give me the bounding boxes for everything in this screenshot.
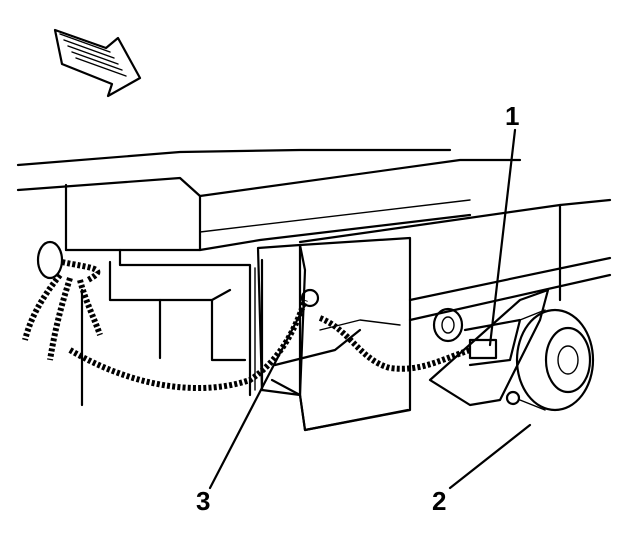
front-direction-arrow-icon xyxy=(53,28,142,98)
actuator-motor xyxy=(505,308,595,412)
callout-1: 1 xyxy=(505,101,519,131)
callout-leaders xyxy=(208,128,532,490)
callout-3: 3 xyxy=(196,486,210,516)
callout-3-leader xyxy=(208,303,307,490)
vehicle-frame xyxy=(16,148,612,432)
connector-icon xyxy=(300,288,320,308)
callout-2-leader xyxy=(448,423,532,490)
callout-2: 2 xyxy=(432,486,446,516)
sensor-assembly xyxy=(428,288,550,407)
wiring-harness xyxy=(22,240,471,392)
callout-1-leader xyxy=(488,128,517,347)
bolt-icon xyxy=(505,390,521,406)
